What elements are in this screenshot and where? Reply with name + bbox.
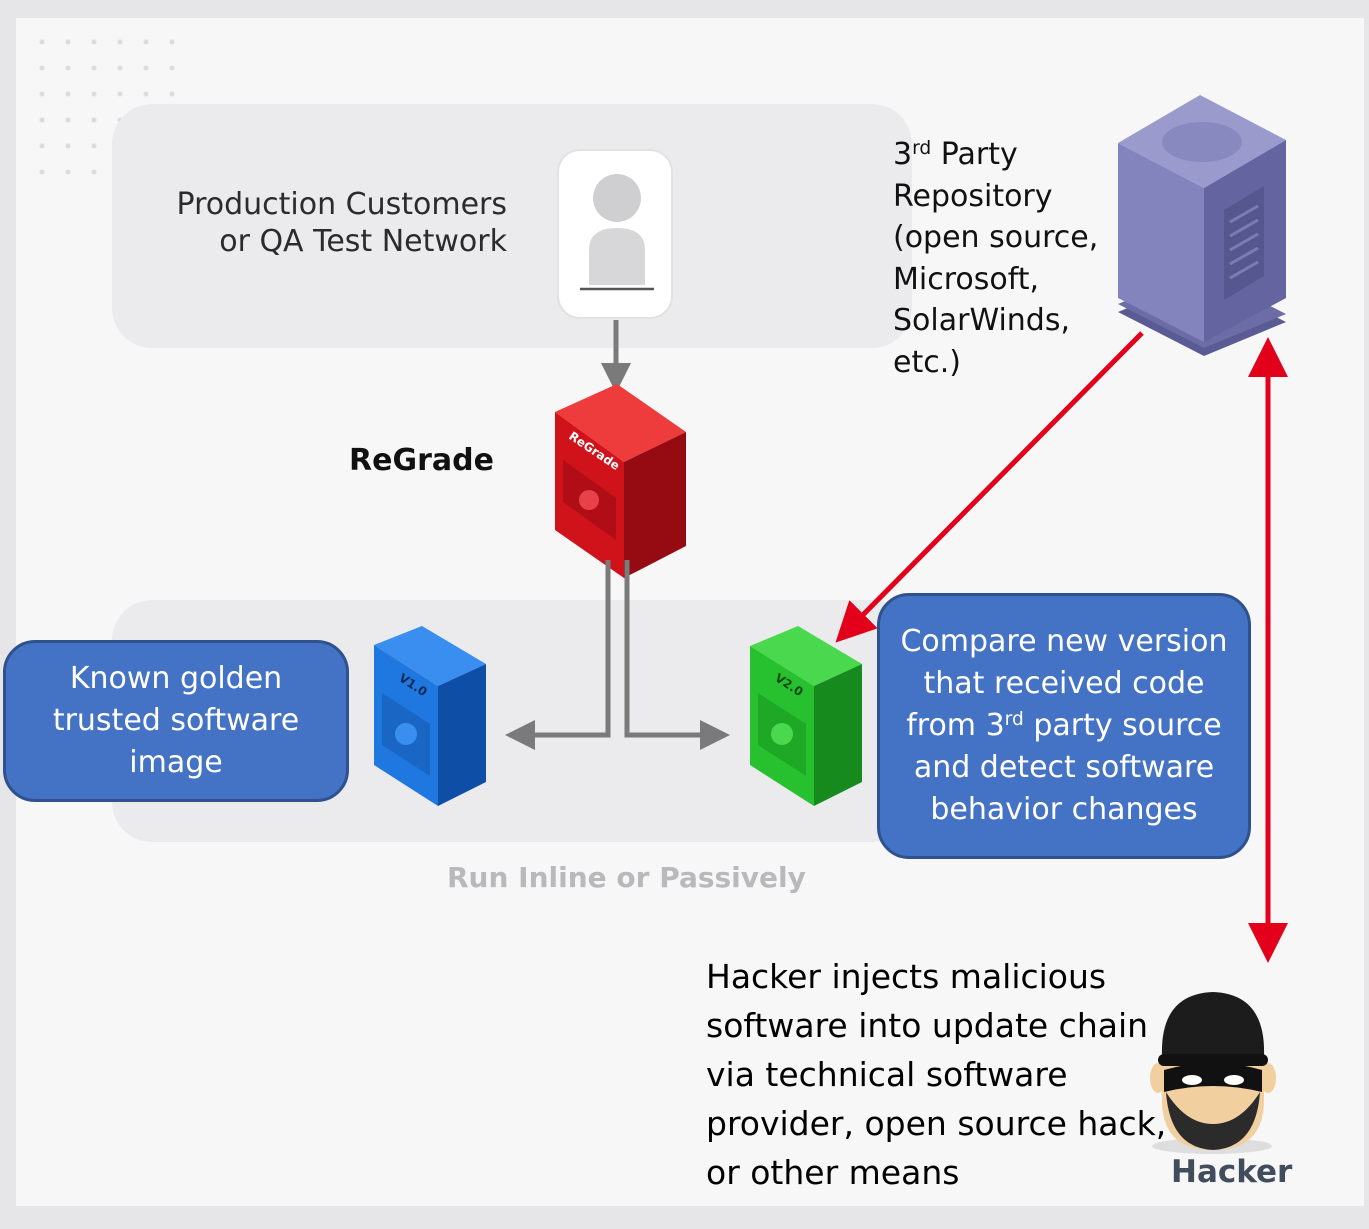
repository-label-line-1: 3rd Party bbox=[893, 134, 1098, 176]
regrade-appliance-icon: ReGrade bbox=[555, 384, 686, 578]
compare-ordinal-suffix: rd bbox=[1004, 708, 1024, 730]
repository-label-line-6: etc.) bbox=[893, 344, 961, 380]
network-label-line-1: Production Customers bbox=[176, 187, 508, 222]
hacker-description: Hacker injects malicious software into u… bbox=[706, 952, 1166, 1197]
repository-label-line-5: SolarWinds, bbox=[893, 303, 1071, 338]
repository-server-icon bbox=[1118, 95, 1286, 356]
user-icon bbox=[557, 149, 673, 319]
hacker-description-line-5: or other means bbox=[706, 1153, 960, 1192]
run-mode-label: Run Inline or Passively bbox=[447, 861, 806, 894]
compare-callout-line-2: that received code bbox=[923, 666, 1205, 701]
golden-callout-line-3: image bbox=[129, 745, 223, 780]
regrade-split-connector bbox=[505, 560, 730, 750]
hacker-description-line-1: Hacker injects malicious bbox=[706, 957, 1107, 996]
compare-source-prefix: from 3 bbox=[906, 708, 1005, 743]
compare-source-suffix: party source bbox=[1023, 708, 1222, 743]
network-band bbox=[112, 104, 912, 348]
regrade-label: ReGrade bbox=[349, 443, 494, 478]
repository-label-line-2: Repository bbox=[893, 178, 1053, 214]
golden-image-callout: Known golden trusted software image bbox=[3, 640, 349, 802]
repository-to-v2-arrow bbox=[835, 331, 1144, 643]
repository-label: 3rd Party Repository (open source, Micro… bbox=[893, 134, 1098, 383]
v1-box-icon: V1.0 bbox=[374, 626, 486, 806]
repository-ordinal-suffix: rd bbox=[912, 137, 932, 159]
hacker-description-line-2: software into update chain bbox=[706, 1006, 1149, 1045]
v2-box-icon: V2.0 bbox=[750, 626, 862, 806]
compare-callout: Compare new version that received code f… bbox=[877, 593, 1251, 859]
hacker-label: Hacker bbox=[1171, 1154, 1293, 1190]
repository-label-line-3: (open source, bbox=[893, 220, 1099, 255]
golden-callout-line-2: trusted software bbox=[52, 703, 300, 738]
repository-label-line-4: Microsoft, bbox=[893, 261, 1040, 297]
repository-ordinal: 3 bbox=[893, 137, 913, 172]
compare-callout-line-4: and detect software bbox=[913, 750, 1215, 785]
network-label: Production Customers or QA Test Network bbox=[177, 186, 508, 260]
network-label-line-2: or QA Test Network bbox=[219, 224, 507, 259]
compare-callout-line-3: from 3rd party source bbox=[906, 705, 1222, 747]
compare-callout-line-1: Compare new version bbox=[900, 624, 1228, 659]
golden-callout-line-1: Known golden bbox=[69, 661, 283, 696]
compare-callout-line-5: behavior changes bbox=[930, 792, 1198, 827]
hacker-description-line-4: provider, open source hack, bbox=[706, 1104, 1167, 1143]
hacker-description-line-3: via technical software bbox=[706, 1055, 1068, 1094]
hacker-icon bbox=[1150, 992, 1276, 1154]
repository-party: Party bbox=[931, 137, 1018, 172]
